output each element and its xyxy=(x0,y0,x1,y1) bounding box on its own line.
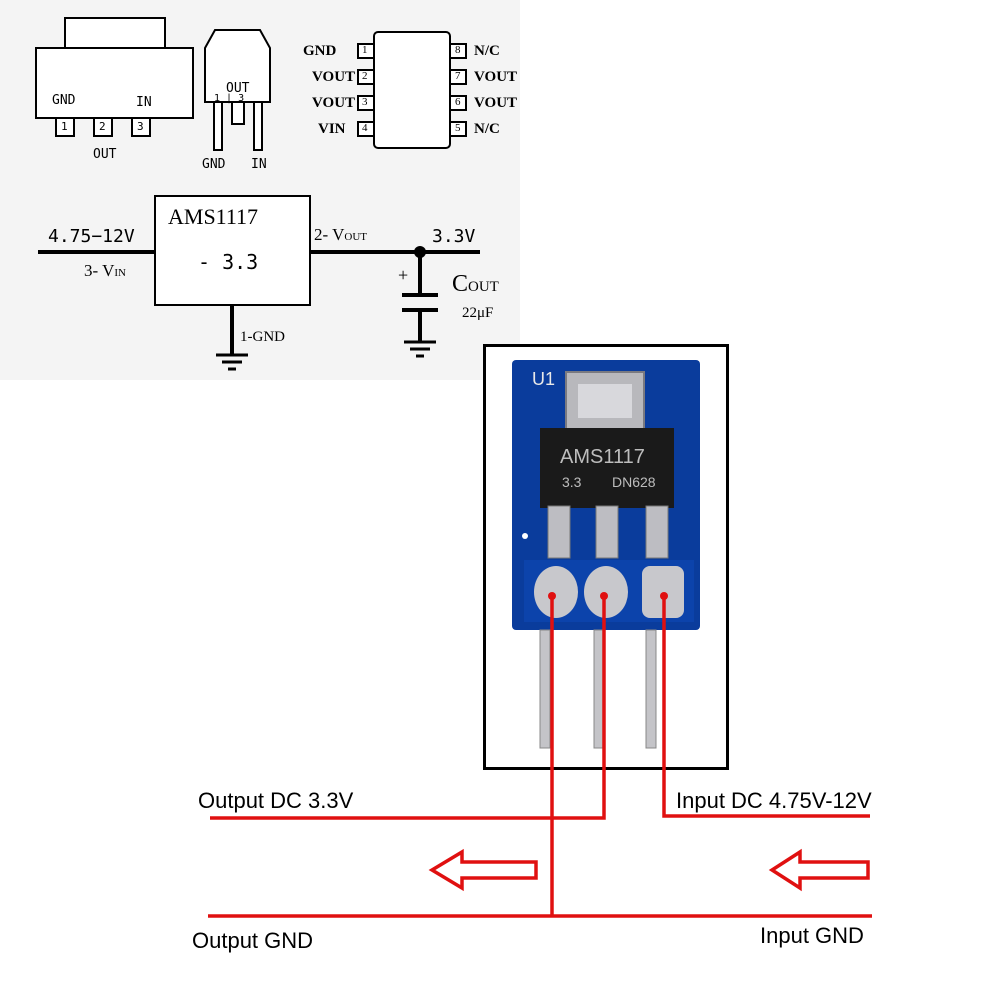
solder-pad-3 xyxy=(642,566,684,618)
sot223-out-label: OUT xyxy=(93,147,117,162)
probe-dot-1 xyxy=(548,592,556,600)
regulator-box xyxy=(154,195,311,306)
chip-leg-2 xyxy=(595,505,619,559)
solder-pad-1 xyxy=(534,566,578,618)
chip-voltage-marking: 3.3 xyxy=(562,474,582,490)
vout-label: 2- VOUT xyxy=(314,225,367,244)
output-voltage-label: 3.3V xyxy=(432,226,476,247)
chip-marking: AMS1117 xyxy=(560,446,645,468)
soic-pin-6: 6 xyxy=(455,96,461,108)
pcb-dot xyxy=(522,533,528,539)
ground-symbol-capacitor xyxy=(404,340,436,358)
soic-pin-7: 7 xyxy=(455,70,461,82)
soic-left-label-3: VOUT xyxy=(312,95,356,111)
arrow-output-left xyxy=(428,848,538,892)
chip-leg-3 xyxy=(645,505,669,559)
schematic-drawing xyxy=(35,17,480,371)
header-pin-1 xyxy=(539,629,551,749)
regulator-schematic xyxy=(38,250,480,355)
capacitor-value: 22μF xyxy=(462,305,494,321)
output-voltage-wire-label: Output DC 3.3V xyxy=(198,788,354,813)
regulator-chip-name: AMS1117 xyxy=(168,204,259,229)
input-gnd-wire-label: Input GND xyxy=(760,923,864,948)
chip-body xyxy=(540,428,674,508)
sot223-pin3: 3 xyxy=(137,120,144,133)
vin-label: 3- VIN xyxy=(84,261,126,280)
soic-left-label-4: VIN xyxy=(318,121,346,137)
soic-right-label-6: VOUT xyxy=(474,95,518,111)
soic-pin-3: 3 xyxy=(362,96,368,108)
sot223-pin2: 2 xyxy=(99,120,106,133)
arrow-input-left xyxy=(768,848,870,892)
board-ref-label: U1 xyxy=(532,369,556,389)
to252-in-label: IN xyxy=(251,157,267,172)
soic-pin-2: 2 xyxy=(362,70,368,82)
soic-left-label-2: VOUT xyxy=(312,69,356,85)
sot223-in-label: IN xyxy=(136,95,152,110)
sot223-pin1: 1 xyxy=(61,120,68,133)
wire-input-voltage xyxy=(662,596,870,818)
soic-pin-1: 1 xyxy=(362,44,368,56)
soic-right-label-8: N/C xyxy=(474,43,500,59)
junction-dot xyxy=(414,246,426,258)
wire-output-3v3 xyxy=(210,596,606,820)
probe-dot-3 xyxy=(660,592,668,600)
input-voltage-wire-label: Input DC 4.75V-12V xyxy=(676,788,872,813)
schematic-panel: GND IN OUT 1 2 3 OUT 1 | 3 GND IN GND VO… xyxy=(0,0,520,380)
chip-leg-1 xyxy=(547,505,571,559)
soic-right-label-5: N/C xyxy=(474,121,500,137)
output-gnd-wire-label: Output GND xyxy=(192,928,314,953)
soic-pin-8: 8 xyxy=(455,44,461,56)
to252-gnd-label: GND xyxy=(202,157,226,172)
soic8-package xyxy=(357,31,467,149)
solder-pad-2 xyxy=(584,566,628,618)
soic-pin-4: 4 xyxy=(362,122,368,134)
header-pin-3 xyxy=(645,629,657,749)
ground-symbol-regulator xyxy=(216,353,248,371)
gnd-pin-label: 1-GND xyxy=(240,329,285,345)
sot223-package xyxy=(35,17,194,137)
to252-out-label: OUT xyxy=(226,81,250,96)
input-range-label: 4.75−12V xyxy=(48,226,135,247)
to252-pin-marks: 1 | 3 xyxy=(214,93,245,104)
probe-dot-2 xyxy=(600,592,608,600)
soic-right-label-7: VOUT xyxy=(474,69,518,85)
regulator-variant: - 3.3 xyxy=(198,250,259,274)
capacitor-plus: + xyxy=(398,265,409,285)
to252-package xyxy=(204,29,271,151)
capacitor-name: COUT xyxy=(452,271,499,297)
soic-left-label-1: GND xyxy=(303,43,337,59)
chip-code-marking: DN628 xyxy=(612,474,656,490)
sot223-gnd-label: GND xyxy=(52,93,76,108)
soic-pin-5: 5 xyxy=(455,122,461,134)
